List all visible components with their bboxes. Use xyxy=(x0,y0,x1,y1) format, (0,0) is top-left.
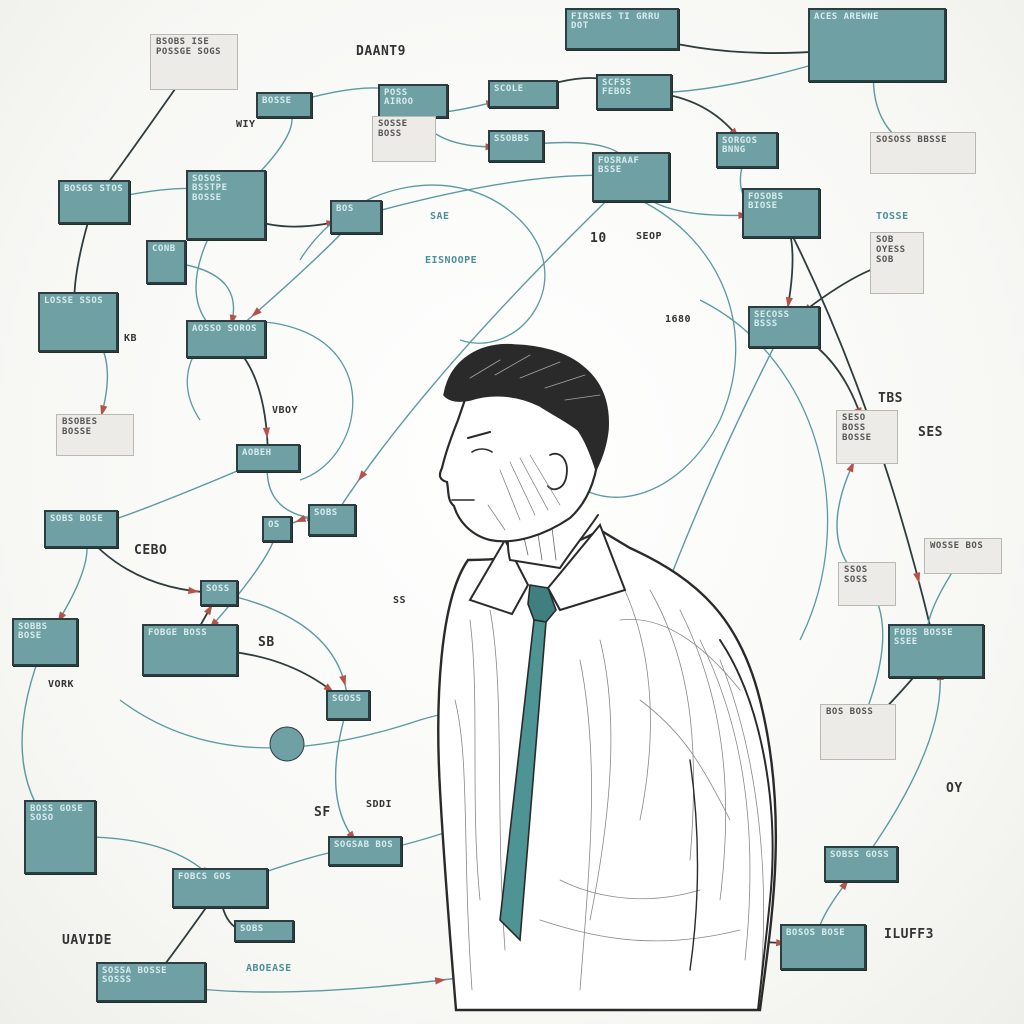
diagram-node-n18: AOBEH xyxy=(236,444,300,472)
diagram-node-n22: SOSS xyxy=(200,580,238,606)
decor-loop-4 xyxy=(699,299,829,641)
diagram-node-n17: SECOSS BSSS xyxy=(748,306,820,348)
text-label-top-title: DAANT9 xyxy=(356,44,406,59)
diagram-node-n21: SOBS BOSE xyxy=(44,510,118,548)
note-card-t5: BSOBES BOSSE xyxy=(56,414,134,456)
arrowhead-n10-n26 xyxy=(913,572,921,584)
diagram-node-n1: FIRSNES TI GRRU DOT xyxy=(565,8,679,50)
diagram-node-n23: SOBBS BOSE xyxy=(12,618,78,666)
diagram-node-n10: FOSOBS BIOSE xyxy=(742,188,820,238)
text-label-lbl-seop: SEOP xyxy=(636,231,663,242)
note-card-t3: SOSOSS BBSSE xyxy=(870,132,976,174)
diagram-node-n29: BOSS GOSE SOSO xyxy=(24,800,96,874)
note-card-t4: SOB OYESS SOB xyxy=(870,232,924,294)
text-label-lbl-sb: SB xyxy=(258,635,275,650)
text-label-lbl-1680: 1680 xyxy=(665,314,692,325)
note-card-t9: BOS BOSS xyxy=(820,704,896,760)
text-label-bottom-left-title: UAVIDE xyxy=(62,933,112,948)
arrowhead-n24-n22 xyxy=(204,604,213,616)
arrowhead-n34-n35 xyxy=(434,977,446,985)
text-label-lbl-teal-right: TOSSE xyxy=(876,211,909,222)
circle-node xyxy=(269,726,305,762)
text-label-lbl-10: 10 xyxy=(590,231,607,246)
arrowhead-t8-t6 xyxy=(846,461,855,473)
note-card-t6: SESO BOSS BOSSE xyxy=(836,410,898,464)
text-label-lbl-wnt: WIY xyxy=(236,119,256,130)
diagram-node-n26: FOBS BOSSE SSEE xyxy=(888,624,984,678)
diagram-node-n3: BOSSE xyxy=(256,92,312,118)
diagram-node-n32: FOBCS GOS xyxy=(172,868,268,908)
arrowhead-n9-n19 xyxy=(358,470,368,482)
diagram-node-n11: BOSGS STOS xyxy=(58,180,130,224)
text-label-lbl-sf: SF xyxy=(314,805,331,820)
man-body xyxy=(437,343,778,1012)
diagram-node-n31: SOBSS GOSS xyxy=(824,846,898,882)
diagram-node-n24: FOBGE BOSS xyxy=(142,624,238,676)
diagram-node-n7: SSOBBS xyxy=(488,130,544,162)
text-label-lbl-cebo: CEBO xyxy=(134,543,168,558)
note-card-t7: WOSSE BOS xyxy=(924,538,1002,574)
note-card-t1: BSOBS ISE POSSGE SOGS xyxy=(150,34,238,90)
decor-loop-2 xyxy=(559,199,737,498)
text-label-left-vork: VORK xyxy=(48,679,75,690)
diagram-node-n13: BOS xyxy=(330,200,382,234)
text-label-right-tes: TBS xyxy=(878,391,903,406)
arrowhead-n19-n20 xyxy=(294,514,307,523)
diagram-node-n6: SCFSS FEBOS xyxy=(596,74,672,110)
text-label-lbl-vboy: VBOY xyxy=(272,405,299,416)
diagram-node-n8: SORGOS BNNG xyxy=(716,132,778,168)
diagram-node-n2: ACES AREWNE xyxy=(808,8,946,82)
diagram-node-n36: BOSOS BOSE xyxy=(780,924,866,970)
diagram-node-n30: SOGSAB BOS xyxy=(328,836,402,866)
note-card-t8: SSOS SOSS xyxy=(838,562,896,606)
diagram-node-n14: CONB xyxy=(146,240,186,284)
arrowhead-n22-n25 xyxy=(339,674,347,687)
text-label-lbl-ses: SES xyxy=(918,425,943,440)
diagram-node-n33: SOBS xyxy=(234,920,294,942)
arrowhead-n16-n18 xyxy=(262,427,270,439)
text-label-lbl-aboease: ABOEASE xyxy=(246,963,292,974)
text-label-bottom-right-title: ILUFF3 xyxy=(884,927,934,942)
diagram-node-n25: SGOSS xyxy=(326,690,370,720)
diagram-node-n19: SOBS xyxy=(308,504,356,536)
text-label-right-oy: OY xyxy=(946,781,963,796)
diagram-node-n5: SCOLE xyxy=(488,80,558,108)
diagram-node-n16: AOSSO SOROS xyxy=(186,320,266,358)
text-label-lbl-sdd: SDDI xyxy=(366,799,393,810)
diagram-node-n20: OS xyxy=(262,516,292,542)
note-card-t2: SOSSE BOSS xyxy=(372,116,436,162)
diagram-node-n9: FOSRAAF BSSE xyxy=(592,152,670,202)
arrowhead-n21-n22 xyxy=(187,586,200,594)
text-label-lbl-sae: SAE xyxy=(430,211,450,222)
arrowhead-n10-n17 xyxy=(785,296,793,309)
arrowhead-n13-n16 xyxy=(251,307,262,318)
text-label-lbl-kb: KB xyxy=(124,333,138,344)
arrowhead-n15-t5 xyxy=(100,404,108,417)
arrowhead-n36-n31 xyxy=(839,879,849,891)
diagram-node-n12: SOSOS BSSTPE BOSSE xyxy=(186,170,266,240)
text-label-lbl-ss: SS xyxy=(393,595,407,606)
diagram-node-n34: SOSSA BOSSE SOSSS xyxy=(96,962,206,1002)
text-label-mid-eisloope: EISNOOPE xyxy=(425,255,478,266)
diagram-node-n15: LOSSE SSOS xyxy=(38,292,118,352)
decor-loop-1 xyxy=(186,321,354,481)
